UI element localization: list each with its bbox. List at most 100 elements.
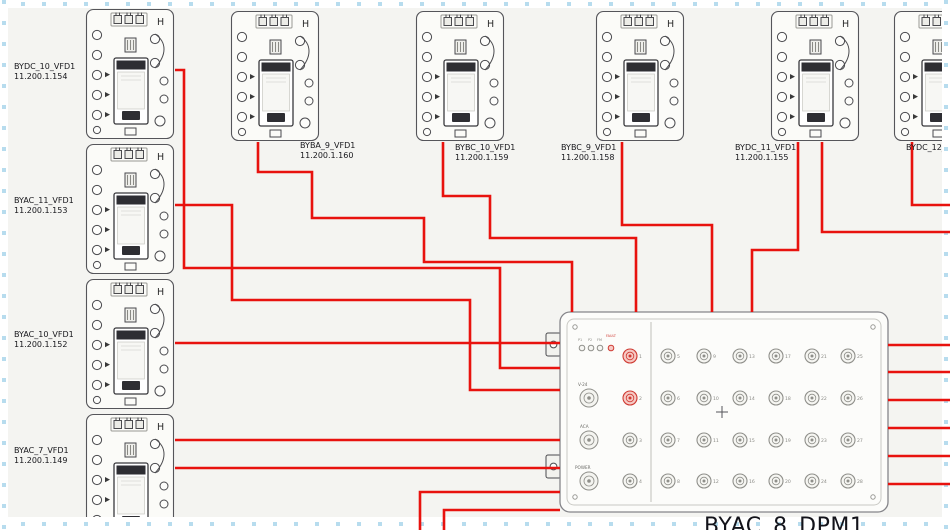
dpm-port-number: 28 <box>857 479 863 485</box>
device-ip: 11.200.1.153 <box>14 206 68 215</box>
dpm-port: 6 <box>660 390 680 406</box>
dpm-port: 1 <box>622 348 642 364</box>
device-ip: 11.200.1.158 <box>561 153 615 162</box>
device-label-bydc10[interactable]: BYDC_10_VFD1 11.200.1.154 <box>14 62 75 82</box>
ruler-left <box>0 0 8 530</box>
dpm-port-number: 22 <box>821 396 827 402</box>
dpm-port-number: 25 <box>857 354 863 360</box>
power-label: POWER <box>575 465 591 470</box>
dpm-port-number: 27 <box>857 438 863 444</box>
dpm-center-mark <box>716 406 728 418</box>
dpm-port: 18 <box>768 390 791 406</box>
cable[interactable] <box>175 203 560 392</box>
p1-label: P1 <box>578 338 582 342</box>
dpm-port: 7 <box>660 432 680 448</box>
dpm-port-number: 10 <box>713 396 719 402</box>
device-name: BYBA_9_VFD1 <box>300 141 356 150</box>
device-label-byac10[interactable]: BYAC_10_VFD1 11.200.1.152 <box>14 330 74 350</box>
cable[interactable] <box>256 142 574 312</box>
fm-label: FM <box>597 338 602 342</box>
device-name: BYDC_12_VFD1 <box>906 143 942 152</box>
device-label-bybc10[interactable]: BYBC_10_VFD1 11.200.1.159 <box>455 143 515 163</box>
dpm-port: 8 <box>660 473 680 489</box>
cable[interactable] <box>441 142 638 312</box>
dpm-port-number: 5 <box>677 354 680 360</box>
v24-label: V-24 <box>578 382 588 387</box>
dpm-port-number: 8 <box>677 479 680 485</box>
dpm-port: 23 <box>804 432 827 448</box>
cable[interactable] <box>820 142 950 234</box>
dpm-status-cluster: P1 P2 FM FAULT <box>578 334 617 352</box>
device-name: BYDC_11_VFD1 <box>735 143 797 152</box>
cable[interactable] <box>750 142 800 312</box>
device-label-byba9[interactable]: BYBA_9_VFD1 11.200.1.160 <box>300 141 355 161</box>
ruler-right <box>942 0 950 530</box>
dpm-port: 13 <box>732 348 755 364</box>
device-name: BYAC_11_VFD1 <box>14 196 74 205</box>
dpm-port-number: 20 <box>785 479 791 485</box>
dpm-port-number: 21 <box>821 354 827 360</box>
cable[interactable] <box>175 68 560 370</box>
dpm-port-number: 13 <box>749 354 755 360</box>
dpm-device[interactable]: P1 P2 FM FAULT V-24 ACA POWER 1234567891… <box>545 311 889 513</box>
device-ip: 11.200.1.149 <box>14 456 68 465</box>
dpm-port: 9 <box>696 348 716 364</box>
dpm-port: 24 <box>804 473 827 489</box>
dpm-port-number: 1 <box>639 354 642 360</box>
device-name: BYDC_10_VFD1 <box>14 62 76 71</box>
dpm-port-number: 4 <box>639 479 642 485</box>
dpm-port-grid: 1234567891011121314151617181920212223242… <box>622 348 863 489</box>
dpm-port: 26 <box>840 390 863 406</box>
dpm-port-number: 17 <box>785 354 791 360</box>
device-ip: 11.200.1.159 <box>455 153 509 162</box>
dpm-port: 3 <box>622 432 642 448</box>
dpm-port-number: 9 <box>713 354 716 360</box>
dpm-port-number: 18 <box>785 396 791 402</box>
dpm-port-number: 14 <box>749 396 755 402</box>
device-name: BYAC_7_VFD1 <box>14 446 69 455</box>
dpm-port-number: 23 <box>821 438 827 444</box>
fault-label: FAULT <box>606 334 617 338</box>
dpm-port-number: 6 <box>677 396 680 402</box>
device-label-bydc11[interactable]: BYDC_11_VFD1 11.200.1.155 <box>735 143 796 163</box>
cable[interactable] <box>418 490 560 530</box>
cable[interactable] <box>910 142 950 207</box>
device-ip: 11.200.1.152 <box>14 340 68 349</box>
dpm-port: 15 <box>732 432 755 448</box>
aca-label: ACA <box>580 424 589 429</box>
dpm-port: 20 <box>768 473 791 489</box>
dpm-caption[interactable]: BYAC_8_DPM1 <box>704 514 865 530</box>
device-ip: 11.200.1.160 <box>300 151 354 160</box>
dpm-port: 19 <box>768 432 791 448</box>
dpm-inner-frame <box>566 318 882 506</box>
dpm-port: 14 <box>732 390 755 406</box>
dpm-port: 12 <box>696 473 719 489</box>
dpm-port: 11 <box>696 432 719 448</box>
device-label-byac11[interactable]: BYAC_11_VFD1 11.200.1.153 <box>14 196 74 216</box>
device-name: BYBC_10_VFD1 <box>455 143 516 152</box>
dpm-port: 4 <box>622 473 642 489</box>
dpm-port-number: 11 <box>713 438 719 444</box>
device-label-byac7[interactable]: BYAC_7_VFD1 11.200.1.149 <box>14 446 69 466</box>
dpm-port: 17 <box>768 348 791 364</box>
device-label-bydc12[interactable]: BYDC_12_VFD1 <box>906 143 942 153</box>
dpm-port-number: 2 <box>639 396 642 402</box>
dpm-port: 27 <box>840 432 863 448</box>
dpm-port-number: 15 <box>749 438 755 444</box>
ruler-bottom <box>0 517 950 530</box>
device-name: BYBC_9_VFD1 <box>561 143 617 152</box>
dpm-power-connectors: V-24 ACA POWER <box>575 382 599 491</box>
dpm-port: 25 <box>840 348 863 364</box>
dpm-port: 10 <box>696 390 719 406</box>
cable[interactable] <box>442 508 560 530</box>
dpm-port-number: 7 <box>677 438 680 444</box>
dpm-port: 5 <box>660 348 680 364</box>
ruler-top <box>0 0 950 8</box>
device-label-bybc9[interactable]: BYBC_9_VFD1 11.200.1.158 <box>561 143 616 163</box>
dpm-port: 21 <box>804 348 827 364</box>
cable[interactable] <box>620 142 714 312</box>
device-ip: 11.200.1.154 <box>14 72 68 81</box>
